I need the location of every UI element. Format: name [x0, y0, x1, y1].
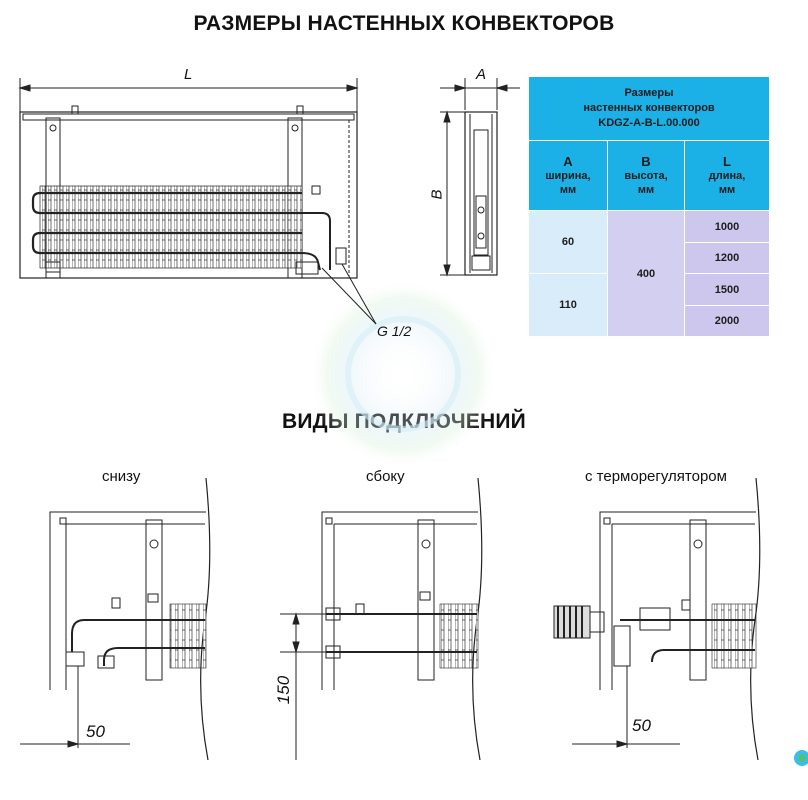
connection-side-view [280, 477, 483, 761]
dimension-bottom-offset: 50 [86, 722, 105, 741]
length-cell-1200: 1200 [684, 242, 770, 274]
width-cell-110: 110 [528, 273, 608, 337]
col-header-l: L длина, мм [684, 140, 770, 211]
view-thermostat-caption: с терморегулятором [585, 468, 727, 485]
connection-bottom-view [20, 477, 211, 761]
table-header: Размеры настенных конвекторов KDGZ-A-B-L… [528, 76, 770, 141]
col-a-letter: A [563, 153, 573, 169]
height-label: B [428, 189, 446, 200]
col-a-desc1: ширина, [545, 169, 591, 182]
dimensions-table: Размеры настенных конвекторов KDGZ-A-B-L… [528, 76, 770, 337]
thread-label: G 1/2 [377, 323, 412, 339]
dimensions-title: РАЗМЕРЫ НАСТЕННЫХ КОНВЕКТОРОВ [193, 12, 615, 35]
watermark-logo [308, 279, 498, 469]
dimension-side-offset: 150 [274, 675, 294, 705]
thermostat-head [553, 605, 605, 639]
col-b-desc1: высота, [624, 169, 668, 182]
col-b-desc2: мм [637, 183, 655, 196]
connection-thermostat-view [553, 477, 761, 761]
view-bottom-caption: снизу [102, 468, 141, 485]
length-label: L [184, 66, 193, 83]
col-l-desc1: длина, [708, 169, 746, 182]
col-header-b: B высота, мм [607, 140, 685, 211]
table-header-line-2: настенных конвекторов [583, 102, 715, 114]
height-cell: 400 [607, 210, 685, 337]
length-cell-1500: 1500 [684, 273, 770, 306]
col-header-a: A ширина, мм [528, 140, 608, 211]
side-view [440, 78, 520, 277]
col-l-letter: L [723, 153, 731, 169]
table-header-line-3: KDGZ-A-B-L.00.000 [598, 117, 700, 129]
length-cell-1000: 1000 [684, 210, 770, 243]
width-label: A [476, 66, 487, 83]
view-side-caption: сбоку [366, 468, 405, 485]
width-cell-60: 60 [528, 210, 608, 274]
brand-logo-icon [794, 750, 808, 766]
dimension-thermostat-offset: 50 [632, 716, 651, 735]
col-b-letter: B [641, 153, 651, 169]
col-l-desc2: мм [718, 183, 736, 196]
length-cell-2000: 2000 [684, 305, 770, 337]
col-a-desc2: мм [559, 183, 577, 196]
front-view [18, 78, 377, 325]
table-header-line-1: Размеры [624, 87, 674, 99]
